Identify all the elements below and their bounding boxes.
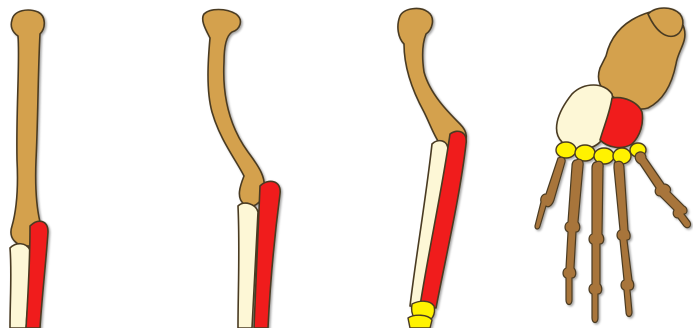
carpal-bone <box>575 145 595 161</box>
digit-1 <box>535 157 565 229</box>
panel-1 <box>10 10 48 328</box>
humerus-bone <box>203 10 265 207</box>
carpals <box>556 142 646 164</box>
digit-4 <box>614 161 634 316</box>
panel-3 <box>398 9 466 328</box>
panel-4 <box>535 8 691 323</box>
carpal-bone <box>556 142 576 158</box>
digit-5 <box>635 152 690 228</box>
digit-3 <box>589 161 604 322</box>
panel-2 <box>203 10 281 328</box>
digits <box>535 152 691 323</box>
radius-bone <box>26 221 48 328</box>
humerus-bone <box>398 9 466 150</box>
digit-2 <box>563 159 583 304</box>
humerus-bone <box>11 10 44 246</box>
wrist-bone-2 <box>408 315 432 328</box>
